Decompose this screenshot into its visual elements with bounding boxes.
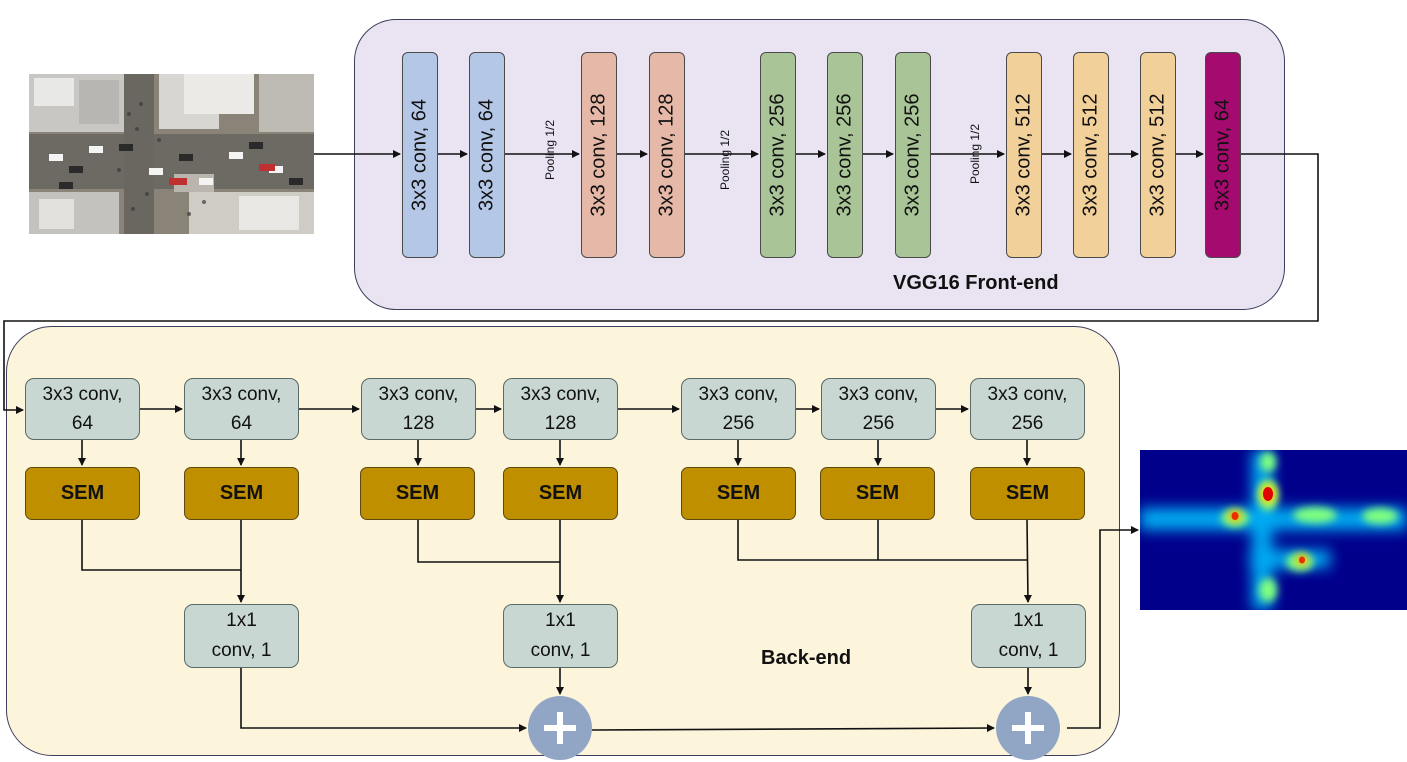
fe-block-2: 3x3 conv, 64: [469, 52, 505, 258]
fe-block-11: 3x3 conv, 64: [1205, 52, 1241, 258]
fe-block-1: 3x3 conv, 64: [402, 52, 438, 258]
frontend-title: VGG16 Front-end: [893, 272, 1059, 294]
be-conv-4: 3x3 conv, 128: [503, 378, 618, 440]
fe-block-9: 3x3 conv, 512: [1073, 52, 1109, 258]
be-conv-6: 3x3 conv, 256: [821, 378, 936, 440]
input-aerial-image: [29, 74, 314, 234]
conv1x1-line2: conv, 1: [998, 640, 1059, 661]
conv1x1-line2: conv, 1: [211, 640, 272, 661]
fe-block-5: 3x3 conv, 256: [760, 52, 796, 258]
be-conv-3: 3x3 conv, 128: [361, 378, 476, 440]
conv1x1-1: 1x1 conv, 1: [184, 604, 299, 668]
fe-block-10: 3x3 conv, 512: [1140, 52, 1176, 258]
fe-block-8: 3x3 conv, 512: [1006, 52, 1042, 258]
be-conv-line2: 256: [722, 413, 755, 434]
be-conv-7: 3x3 conv, 256: [970, 378, 1085, 440]
sem-module-1: SEM: [25, 467, 140, 520]
be-conv-line1: 3x3 conv,: [698, 384, 779, 405]
fe-block-3: 3x3 conv, 128: [581, 52, 617, 258]
conv1x1-3: 1x1 conv, 1: [971, 604, 1086, 668]
be-conv-line2: 256: [1011, 413, 1044, 434]
conv1x1-line1: 1x1: [1013, 610, 1044, 631]
sum-node-2: [996, 696, 1060, 760]
be-conv-line2: 256: [862, 413, 895, 434]
vgg16-frontend-panel: VGG16 Front-end: [354, 19, 1285, 310]
fe-block-6: 3x3 conv, 256: [827, 52, 863, 258]
conv1x1-2: 1x1 conv, 1: [503, 604, 618, 668]
be-conv-line1: 3x3 conv,: [42, 384, 123, 405]
fe-block-4: 3x3 conv, 128: [649, 52, 685, 258]
be-conv-line1: 3x3 conv,: [378, 384, 459, 405]
be-conv-line1: 3x3 conv,: [838, 384, 919, 405]
conv1x1-line2: conv, 1: [530, 640, 591, 661]
fe-block-7: 3x3 conv, 256: [895, 52, 931, 258]
sem-module-2: SEM: [184, 467, 299, 520]
conv1x1-line1: 1x1: [545, 610, 576, 631]
be-conv-line2: 128: [544, 413, 577, 434]
be-conv-line2: 64: [71, 413, 94, 434]
be-conv-line1: 3x3 conv,: [987, 384, 1068, 405]
be-conv-1: 3x3 conv, 64: [25, 378, 140, 440]
sem-module-4: SEM: [503, 467, 618, 520]
sem-module-6: SEM: [820, 467, 935, 520]
be-conv-line1: 3x3 conv,: [520, 384, 601, 405]
conv1x1-line1: 1x1: [226, 610, 257, 631]
sem-module-7: SEM: [970, 467, 1085, 520]
be-conv-line2: 128: [402, 413, 435, 434]
be-conv-5: 3x3 conv, 256: [681, 378, 796, 440]
sem-module-3: SEM: [360, 467, 475, 520]
output-density-map: [1140, 450, 1407, 610]
backend-title: Back-end: [761, 647, 852, 669]
be-conv-2: 3x3 conv, 64: [184, 378, 299, 440]
be-conv-line1: 3x3 conv,: [201, 384, 282, 405]
sem-module-5: SEM: [681, 467, 796, 520]
sum-node-1: [528, 696, 592, 760]
be-conv-line2: 64: [230, 413, 253, 434]
